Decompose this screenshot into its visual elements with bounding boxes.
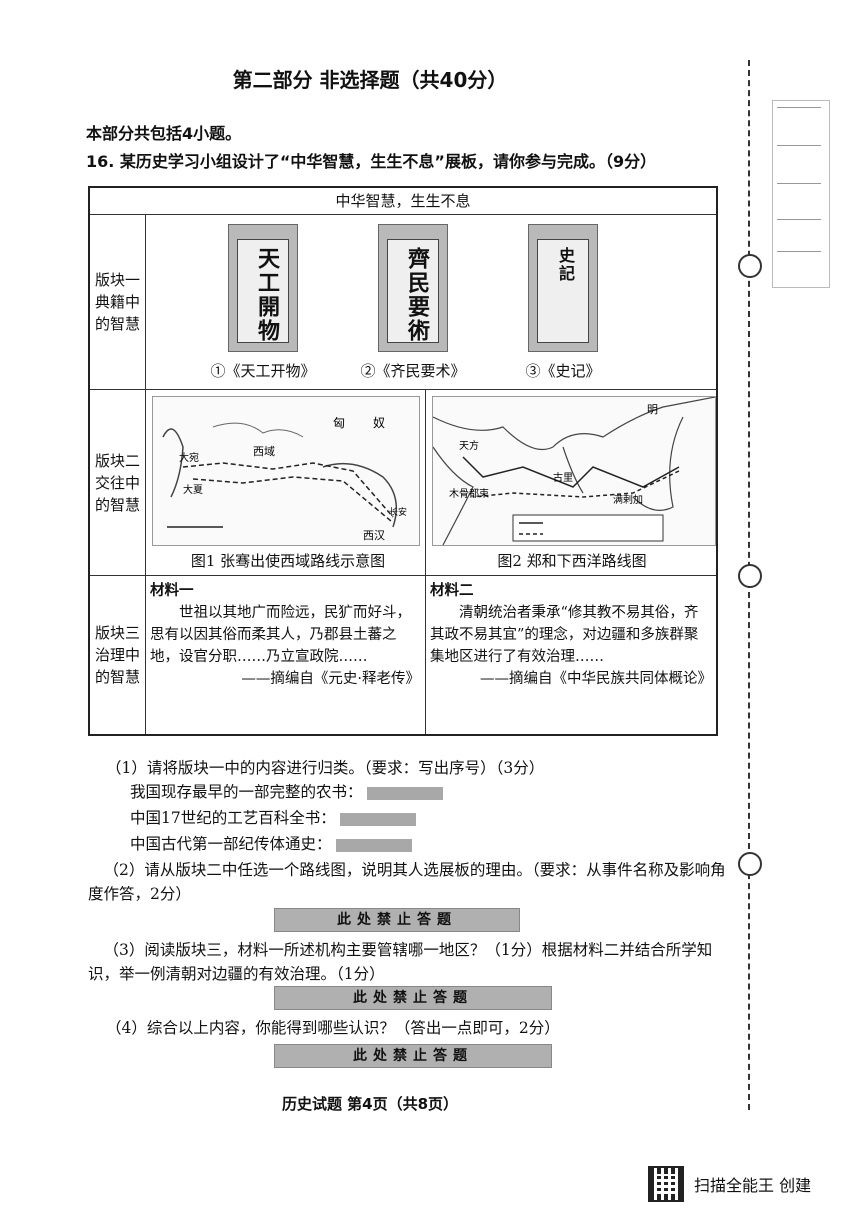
book-qimin-yaoshu: 齊民要術 ②《齐民要术》 — [360, 224, 466, 380]
no-answer-zone: 此处禁止答题 — [274, 986, 552, 1010]
map-place-label: 木骨都束 — [449, 488, 489, 500]
book-label: ①《天工开物》 — [210, 362, 316, 380]
scanner-watermark: 扫描全能王 创建 — [648, 1166, 811, 1202]
section-label: 版块三治理中的智慧 — [94, 624, 140, 686]
map-zhang-qian-route: 匈 奴 西域 大宛 大夏 西汉 长安 — [152, 396, 420, 546]
no-answer-zone: 此处禁止答题 — [274, 908, 520, 932]
subquestion-4: （4）综合以上内容，你能得到哪些认识？（答出一点即可，2分） — [106, 1019, 560, 1037]
section-governance: 版块三治理中的智慧 材料一 世祖以其地广而险远，民犷而好斗，思有以因其俗而柔其人… — [90, 576, 716, 734]
book-label: ②《齐民要术》 — [360, 362, 466, 380]
map-place-label: 古里 — [553, 471, 573, 484]
answer-blank[interactable] — [366, 786, 443, 800]
answer-line-agriculture: 我国现存最早的一部完整的农书： — [130, 780, 443, 804]
map-zhang-qian-svg: 匈 奴 西域 大宛 大夏 西汉 长安 — [162, 416, 407, 542]
page-footer: 历史试题 第4页（共8页） — [281, 1095, 459, 1113]
answer-line-craft: 中国17世纪的工艺百科全书： — [130, 806, 416, 830]
no-answer-zone: 此处禁止答题 — [274, 1044, 552, 1068]
book-cover-title: 史記 — [556, 247, 575, 283]
material-one: 材料一 世祖以其地广而险远，民犷而好斗，思有以因其俗而柔其人，乃郡县土蕃之地，设… — [150, 580, 420, 690]
material-heading: 材料一 — [150, 582, 194, 599]
book-cover-title: 齊民要術 — [404, 247, 430, 343]
qr-code-icon — [648, 1166, 684, 1202]
board-title: 中华智慧，生生不息 — [90, 188, 716, 215]
map-zheng-he-route: 明 天方 古里 木骨都束 满剌加 — [432, 396, 716, 546]
answer-blank[interactable] — [339, 812, 416, 826]
binding-hole — [738, 564, 762, 588]
material-source: ——摘编自《中华民族共同体概论》 — [480, 671, 712, 687]
map-place-label: 西汉 — [363, 529, 385, 542]
book-label: ③《史记》 — [525, 362, 601, 380]
section-label: 版块一典籍中的智慧 — [94, 270, 140, 333]
book-shiji: 史記 ③《史记》 — [525, 224, 601, 380]
subquestion-2: （2）请从版块二中任选一个路线图，说明其人选展板的理由。（要求：从事件名称及影响… — [88, 861, 726, 903]
exhibition-board: 中华智慧，生生不息 版块一典籍中的智慧 天工開物 ①《天工开物》 齊民要術 ②《… — [88, 186, 718, 736]
section-exchanges: 版块二交往中的智慧 匈 奴 西域 大宛 大夏 西汉 长安 图1 张骞出使西域路线… — [90, 390, 716, 576]
map-caption: 图1 张骞出使西域路线示意图 — [190, 552, 386, 570]
map-place-label: 大夏 — [183, 483, 203, 496]
watermark-text: 扫描全能王 创建 — [694, 1176, 812, 1195]
book-cover-image: 齊民要術 — [378, 224, 448, 352]
binding-hole — [738, 254, 762, 278]
map-zheng-he-svg: 明 天方 古里 木骨都束 满剌加 — [433, 397, 715, 545]
material-heading: 材料二 — [430, 582, 474, 599]
material-two: 材料二 清朝统治者秉承“修其教不易其俗，齐其政不易其宜”的理念，对边疆和多族群聚… — [430, 580, 712, 690]
subquestion-3: （3）阅读版块三，材料一所述机构主要管辖哪一地区？（1分）根据材料二并结合所学知… — [88, 941, 713, 983]
answer-blank[interactable] — [335, 838, 412, 852]
map-place-label: 大宛 — [179, 451, 199, 464]
map-place-label: 奴 — [373, 416, 385, 430]
section-intro: 本部分共包括4小题。 — [86, 124, 242, 143]
section-label: 版块二交往中的智慧 — [94, 451, 140, 514]
answer-prompt: 我国现存最早的一部完整的农书： — [130, 783, 363, 801]
book-tiangong-kaiwu: 天工開物 ①《天工开物》 — [210, 224, 316, 380]
map-place-label: 明 — [647, 403, 658, 416]
book-cover-image: 天工開物 — [228, 224, 298, 352]
book-cover-title: 天工開物 — [254, 247, 280, 343]
material-text: 清朝统治者秉承“修其教不易其俗，齐其政不易其宜”的理念，对边疆和多族群聚集地区进… — [430, 605, 699, 665]
map-place-label: 匈 — [333, 416, 345, 430]
map-place-label: 长安 — [389, 506, 407, 518]
section-classics: 版块一典籍中的智慧 天工開物 ①《天工开物》 齊民要術 ②《齐民要术》 史記 ③… — [90, 214, 716, 390]
answer-prompt: 中国17世纪的工艺百科全书： — [130, 809, 336, 827]
map-place-label: 西域 — [253, 445, 275, 458]
question-16: 16. 某历史学习小组设计了“中华智慧，生生不息”展板，请你参与完成。（9分） — [86, 152, 657, 171]
book-cover-image: 史記 — [528, 224, 598, 352]
map-place-label: 天方 — [459, 439, 479, 452]
material-text: 世祖以其地广而险远，民犷而好斗，思有以因其俗而柔其人，乃郡县土蕃之地，设官分职…… — [150, 605, 411, 665]
answer-line-history: 中国古代第一部纪传体通史： — [130, 832, 412, 856]
material-source: ——摘编自《元史·释老传》 — [241, 671, 420, 687]
margin-info-box — [772, 100, 830, 288]
map-place-label: 满剌加 — [613, 494, 643, 506]
binding-hole — [738, 852, 762, 876]
map-caption: 图2 郑和下西洋路线图 — [497, 552, 647, 570]
subquestion-1: （1）请将版块一中的内容进行归类。（要求：写出序号）（3分） — [106, 759, 545, 777]
page-title: 第二部分 非选择题（共40分） — [232, 68, 508, 92]
answer-prompt: 中国古代第一部纪传体通史： — [130, 835, 332, 853]
